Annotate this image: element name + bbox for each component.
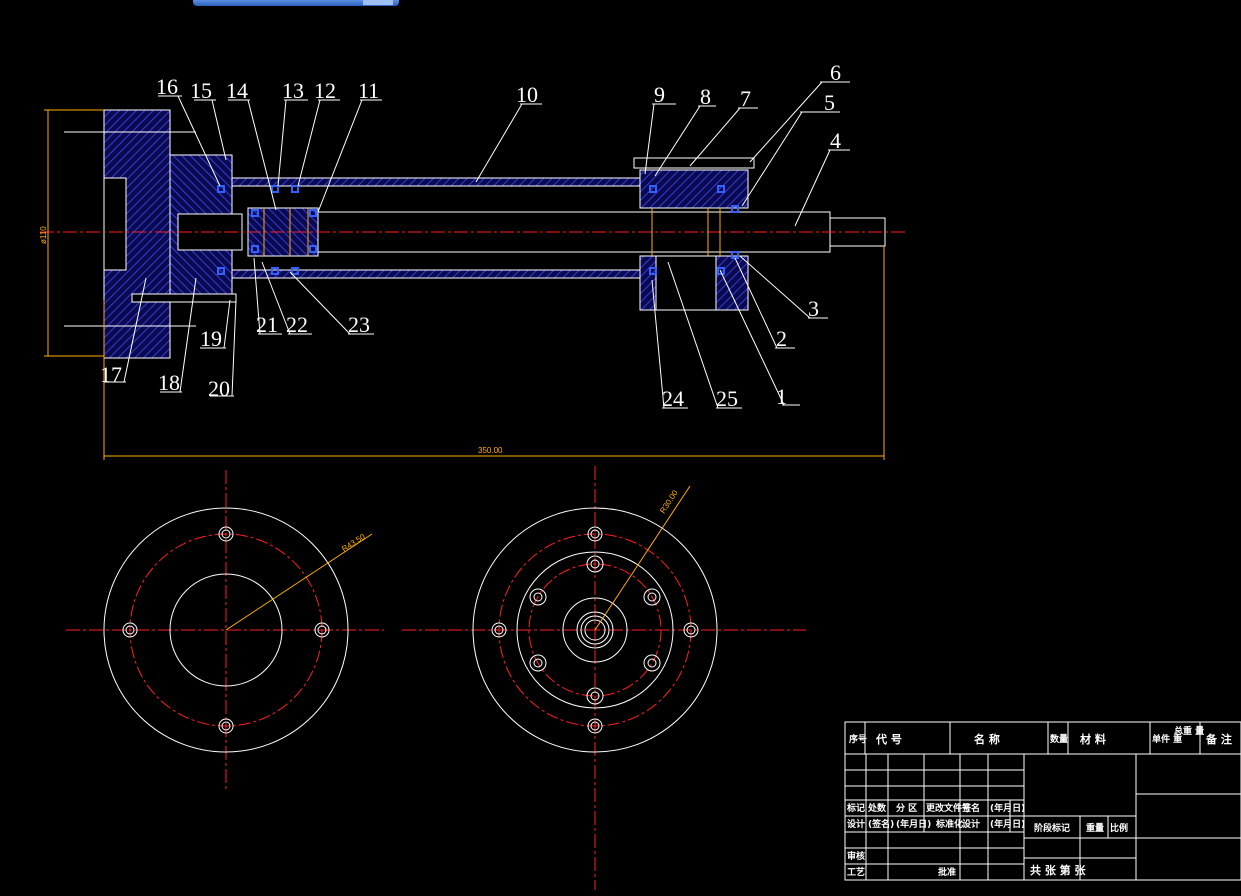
tb-r2-c1: 设计 [847,818,865,830]
tb-weight: 重量 [1086,822,1104,834]
tb-scale: 比例 [1110,822,1128,834]
callout-2: 2 [776,326,787,351]
callout-15: 15 [190,78,212,103]
callout-1: 1 [776,384,787,409]
callout-23: 23 [348,312,370,337]
callout-5: 5 [824,90,835,115]
flange-recess [103,177,127,271]
callout-20: 20 [208,376,230,401]
tb-r4-c2: 批准 [938,866,956,878]
callout-24: 24 [662,386,684,411]
right-end-view: R30.00 [402,466,806,890]
tb-header-total-weight: 总重 量 [1174,725,1204,737]
tb-r2-c5: 设计 [962,818,980,830]
gland-part25 [655,255,717,311]
tb-header-material: 材 料 [1080,732,1106,746]
callout-12: 12 [314,78,336,103]
callout-3: 3 [808,296,819,321]
callout-6: 6 [830,60,841,85]
tb-header-unit-weight: 单件 重 [1152,733,1182,745]
tb-r2-c4: 标准化 [935,818,963,830]
dimension-lines [44,109,885,460]
tb-r3-c1: 审核 [847,850,865,862]
callout-16: 16 [156,74,178,99]
callout-17: 17 [100,362,122,387]
tb-r1-c5: 签名 [961,802,980,814]
tb-header-remarks: 备 注 [1205,732,1232,746]
title-block-text: 序号 代 号 名 称 数量 材 料 单件 重 总重 量 备 注 标记 处数 分 … [846,725,1232,878]
titlebar-button-icon[interactable] [363,0,393,5]
callout-13: 13 [282,78,304,103]
callout-leaders [104,81,850,409]
callout-4: 4 [830,128,841,153]
cylinder-tube-part10 [231,177,645,187]
tb-r2-c2: (签名) [868,818,894,830]
callout-25: 25 [716,386,738,411]
callout-numbers: 1 2 3 4 5 6 7 8 9 10 11 12 13 14 15 16 1… [100,60,841,411]
title-block [844,721,1241,881]
tb-r1-c2: 处数 [867,802,887,814]
bolt-part19 [131,293,237,303]
tb-r1-c6: (年月日) [990,802,1025,814]
tb-sheets: 共 张 第 张 [1030,863,1086,877]
callout-7: 7 [740,86,751,111]
callout-14: 14 [226,78,248,103]
tb-r1-c3: 分 区 [896,802,917,814]
callout-10: 10 [516,82,538,107]
tb-r4-c1: 工艺 [847,866,865,878]
dim-radius-left: R43.50 [340,532,367,554]
tb-r1-c1: 标记 [846,802,865,814]
callout-22: 22 [286,312,308,337]
callout-11: 11 [358,78,379,103]
tb-r2-c3: (年月日) [896,818,931,830]
callout-9: 9 [654,82,665,107]
tb-header-seq: 序号 [849,733,867,745]
tie-rod-part7 [633,157,755,169]
rod-end-head-part8 [639,169,749,209]
callout-18: 18 [158,370,180,395]
tb-header-code: 代 号 [875,732,902,746]
tb-stage-mark: 阶段标记 [1034,822,1070,834]
callout-19: 19 [200,326,222,351]
tb-r2-c6: (年月日) [990,818,1025,830]
window-titlebar-fragment[interactable] [193,0,399,6]
section-view [64,109,886,359]
tb-header-qty: 数量 [1050,733,1068,745]
left-end-view: R43.50 [66,470,384,790]
callout-21: 21 [256,312,278,337]
tb-r1-c4: 更改文件号 [926,802,971,814]
tb-header-name: 名 称 [974,732,1000,746]
callout-8: 8 [700,84,711,109]
dim-radius-right: R30.00 [658,488,680,515]
dim-height: ø110 [39,226,48,244]
dim-overall-length: 350.00 [478,446,503,455]
